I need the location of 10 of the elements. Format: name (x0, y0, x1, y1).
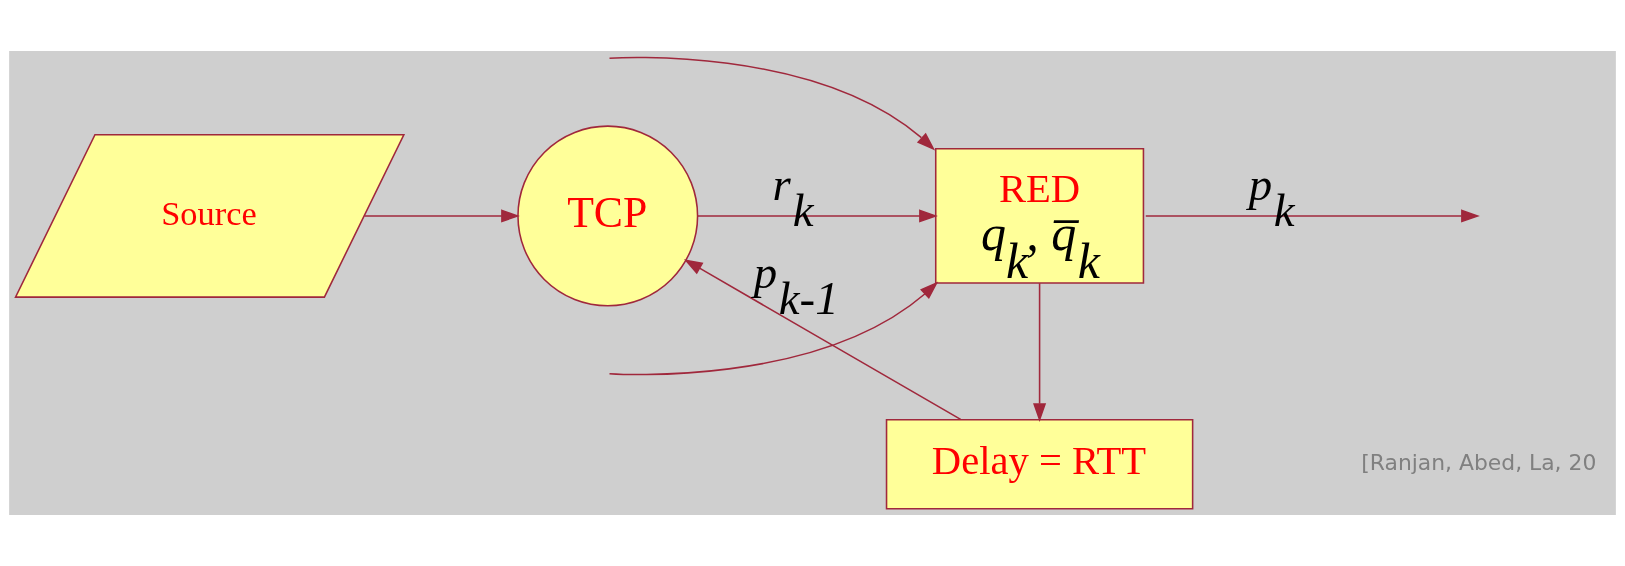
arrow (608, 56, 936, 151)
arrow (608, 281, 939, 376)
arrow (696, 209, 938, 223)
node-circle: TCP (517, 125, 699, 307)
arrow (683, 259, 962, 421)
arrow (363, 209, 520, 223)
arrow (1145, 209, 1480, 223)
node-box: Delay = RTT (885, 418, 1194, 510)
arrow (1033, 282, 1047, 422)
label: [Ranjan, Abed, La, 20 (1361, 450, 1597, 476)
